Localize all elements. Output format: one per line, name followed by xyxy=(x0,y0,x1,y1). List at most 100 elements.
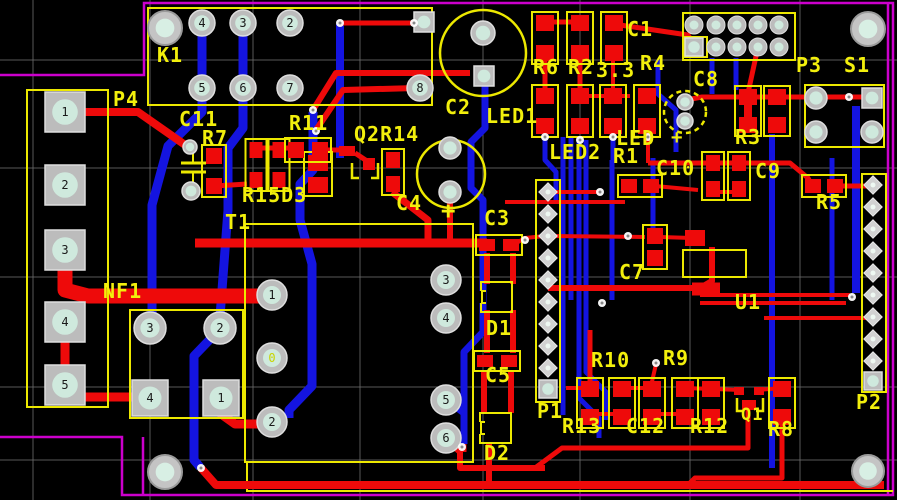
smd-pad[interactable] xyxy=(734,387,744,395)
smd-pad[interactable] xyxy=(742,400,756,410)
component-R12-b[interactable] xyxy=(697,377,725,429)
smd-pad[interactable] xyxy=(536,88,554,104)
trace-top-layer[interactable] xyxy=(84,108,191,151)
outline-K1[interactable] xyxy=(147,7,433,106)
smd-pad[interactable] xyxy=(571,118,589,134)
component-R1[interactable] xyxy=(617,174,663,198)
smd-pad[interactable] xyxy=(503,239,519,251)
smd-pad[interactable] xyxy=(339,146,355,156)
smd-pad[interactable] xyxy=(732,181,746,197)
trace-top-layer[interactable] xyxy=(310,70,470,112)
smd-pad[interactable] xyxy=(702,381,720,397)
smd-pad[interactable] xyxy=(363,158,375,170)
trace-top-layer[interactable] xyxy=(57,252,268,304)
smd-pad[interactable] xyxy=(706,181,720,197)
outline-NF1[interactable] xyxy=(129,309,244,419)
smd-pad[interactable] xyxy=(613,409,631,425)
component-C7[interactable] xyxy=(642,224,668,270)
smd-pad[interactable] xyxy=(676,381,694,397)
smd-pad[interactable] xyxy=(676,409,694,425)
component-C12-b[interactable] xyxy=(638,377,666,429)
component-LED-c[interactable] xyxy=(600,11,628,65)
smd-pad[interactable] xyxy=(768,117,786,133)
smd-pad[interactable] xyxy=(571,15,589,31)
smd-pad[interactable] xyxy=(605,15,623,31)
component-R15-b[interactable] xyxy=(267,138,291,192)
smd-pad[interactable] xyxy=(477,355,493,367)
smd-pad[interactable] xyxy=(805,179,821,193)
outline-P4[interactable] xyxy=(26,89,109,408)
outline-P1[interactable] xyxy=(535,179,561,403)
outline-C8[interactable] xyxy=(662,89,708,135)
component-C9-R5[interactable] xyxy=(801,174,847,198)
smd-pad[interactable] xyxy=(308,177,328,193)
smd-pad[interactable] xyxy=(386,176,400,192)
smd-pad[interactable] xyxy=(288,142,304,158)
outline-T1[interactable] xyxy=(244,223,474,463)
smd-pad[interactable] xyxy=(604,118,622,134)
smd-pad[interactable] xyxy=(249,142,263,158)
smd-pad[interactable] xyxy=(312,142,328,158)
smd-pad[interactable] xyxy=(501,355,517,367)
trace-top-layer[interactable] xyxy=(533,410,751,471)
smd-pad[interactable] xyxy=(272,172,286,188)
smd-pad[interactable] xyxy=(685,230,705,246)
component-R14[interactable] xyxy=(381,148,405,196)
smd-pad[interactable] xyxy=(206,148,222,164)
component-R11[interactable] xyxy=(284,137,332,163)
trace-top-layer[interactable] xyxy=(198,465,884,489)
smd-pad[interactable] xyxy=(613,381,631,397)
smd-pad[interactable] xyxy=(739,117,757,133)
smd-pad[interactable] xyxy=(536,118,554,134)
smd-pad[interactable] xyxy=(621,179,637,193)
component-R13[interactable] xyxy=(576,377,604,429)
smd-pad[interactable] xyxy=(638,118,656,134)
smd-pad[interactable] xyxy=(643,179,659,193)
smd-pad[interactable] xyxy=(773,409,791,425)
smd-pad[interactable] xyxy=(754,387,764,395)
component-LED-a[interactable] xyxy=(531,11,559,65)
component-LED-b[interactable] xyxy=(566,11,594,65)
smd-pad[interactable] xyxy=(581,381,599,397)
trace-top-layer[interactable] xyxy=(686,414,785,487)
outline-U1-coil[interactable] xyxy=(682,249,747,278)
component-R3-a[interactable] xyxy=(734,85,762,137)
component-R8[interactable] xyxy=(768,377,796,429)
outline-P2[interactable] xyxy=(861,173,887,393)
outline-C2[interactable] xyxy=(438,8,528,98)
smd-pad[interactable] xyxy=(581,409,599,425)
smd-pad[interactable] xyxy=(536,45,554,61)
smd-pad[interactable] xyxy=(732,155,746,171)
component-C3[interactable] xyxy=(475,234,523,256)
smd-pad[interactable] xyxy=(647,228,663,244)
smd-pad[interactable] xyxy=(643,381,661,397)
smd-pad[interactable] xyxy=(571,45,589,61)
smd-pad[interactable] xyxy=(643,409,661,425)
smd-pad[interactable] xyxy=(706,155,720,171)
smd-pad[interactable] xyxy=(605,45,623,61)
smd-pad[interactable] xyxy=(571,88,589,104)
smd-pad[interactable] xyxy=(692,282,720,296)
smd-pad[interactable] xyxy=(773,381,791,397)
trace-bottom-layer[interactable] xyxy=(542,137,559,200)
smd-pad[interactable] xyxy=(386,152,400,168)
component-R15-a[interactable] xyxy=(244,138,268,192)
outline-S1[interactable] xyxy=(804,84,885,148)
smd-pad[interactable] xyxy=(536,15,554,31)
smd-pad[interactable] xyxy=(206,178,222,194)
smd-pad[interactable] xyxy=(827,179,843,193)
component-C10-a[interactable] xyxy=(701,151,725,201)
smd-pad[interactable] xyxy=(647,250,663,266)
smd-pad[interactable] xyxy=(249,172,263,188)
trace-top-layer[interactable] xyxy=(313,85,417,132)
smd-pad[interactable] xyxy=(739,89,757,105)
smd-pad[interactable] xyxy=(702,409,720,425)
trace-bottom-layer[interactable] xyxy=(189,25,248,470)
component-C12-a[interactable] xyxy=(608,377,636,429)
smd-pad[interactable] xyxy=(638,88,656,104)
component-R3-b[interactable] xyxy=(763,85,791,137)
smd-pad[interactable] xyxy=(479,239,495,251)
trace-top-layer[interactable] xyxy=(389,189,432,240)
smd-pad[interactable] xyxy=(272,142,286,158)
